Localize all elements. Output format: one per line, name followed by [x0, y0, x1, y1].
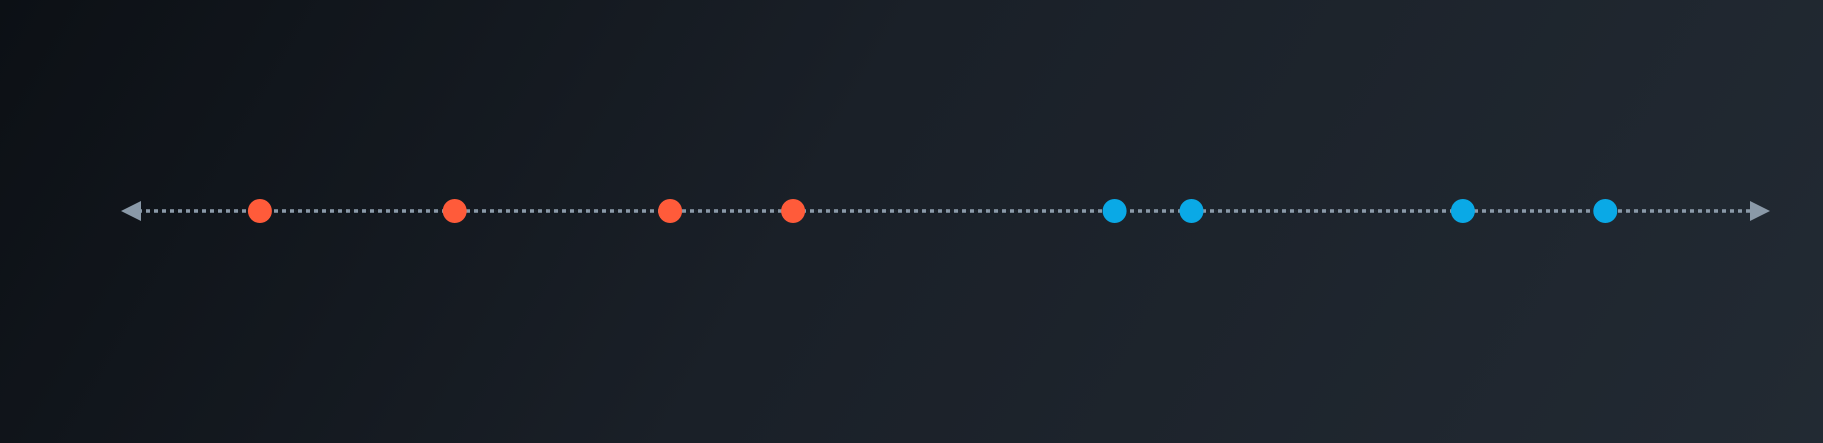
point-group-1-item-4 [781, 199, 806, 223]
point-group-2-item-1 [1102, 199, 1127, 223]
point-group-2-item-3 [1450, 199, 1475, 223]
left-arrow-icon [121, 201, 141, 221]
number-line-points [247, 199, 1618, 223]
point-group-1-item-3 [658, 199, 683, 223]
point-group-2-item-4 [1593, 199, 1618, 223]
point-group-1-item-1 [247, 199, 272, 223]
point-group-1-item-2 [442, 199, 467, 223]
right-arrow-icon [1750, 201, 1770, 221]
point-group-2-item-2 [1179, 199, 1204, 223]
